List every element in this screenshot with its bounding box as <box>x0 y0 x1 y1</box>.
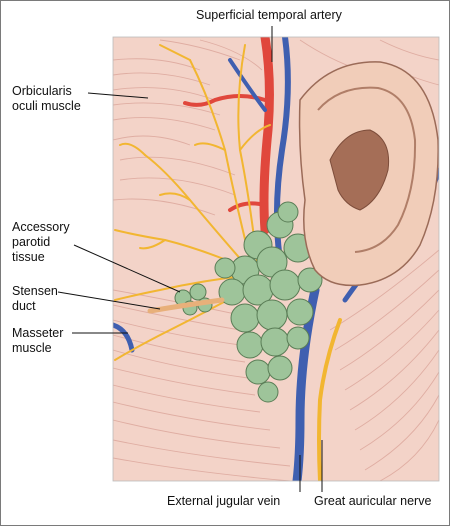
label-great-auricular-nerve: Great auricular nerve <box>314 494 432 508</box>
label-superficial-temporal-artery: Superficial temporal artery <box>196 8 342 22</box>
label-accessory-parotid-tissue: Accessory parotid tissue <box>12 220 70 264</box>
leader-lines <box>57 26 323 492</box>
great-auricular-nerve <box>317 318 342 481</box>
parotid-gland <box>214 201 323 403</box>
panel-border <box>112 36 440 482</box>
ear <box>298 61 439 287</box>
label-stensen-duct: Stensen duct <box>12 284 58 313</box>
label-external-jugular-vein: External jugular vein <box>167 494 281 508</box>
vein-branch-upper <box>228 58 267 112</box>
external-jugular-vein <box>292 285 320 481</box>
muscle-fibers <box>113 39 439 481</box>
artery-branch-upper <box>183 94 267 107</box>
stensen-duct <box>147 297 225 314</box>
label-orbicularis-oculi-muscle: Orbicularis oculi muscle <box>12 84 81 113</box>
facial-vein <box>113 322 135 353</box>
label-masseter-muscle: Masseter muscle <box>12 326 64 355</box>
artery-branch-lower <box>228 201 266 212</box>
